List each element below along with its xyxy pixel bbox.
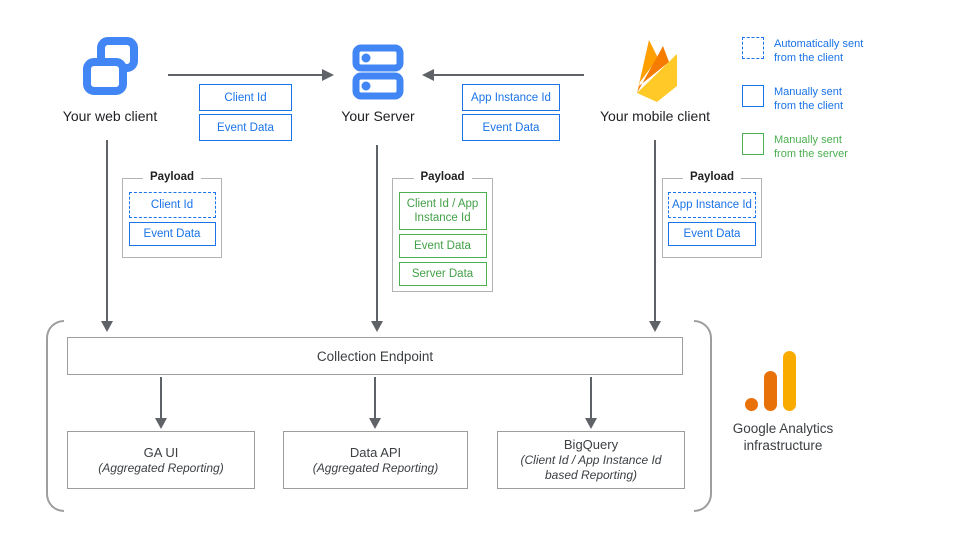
web-client-icon	[83, 37, 138, 95]
web-flow-tags: Client Id Event Data	[199, 84, 292, 144]
mobile-flow-tags: App Instance Id Event Data	[462, 84, 560, 144]
ga-ui-title: GA UI	[143, 444, 179, 460]
firebase-flame-icon	[637, 40, 677, 102]
collection-endpoint-box: Collection Endpoint	[67, 337, 683, 375]
arrow-mobile-down-line	[654, 140, 656, 322]
payload-item-client-app-id: Client Id / App Instance Id	[398, 192, 487, 230]
tag-event-data: Event Data	[462, 114, 560, 141]
arrow-endpoint-gaui-head	[155, 418, 167, 429]
arrow-mobile-to-server-line	[434, 74, 584, 76]
bigquery-subtitle: (Client Id / App Instance Id based Repor…	[520, 453, 662, 482]
payload-item-event-data: Event Data	[398, 234, 487, 258]
infrastructure-bracket-right	[694, 320, 712, 512]
payload-item-server-data: Server Data	[398, 262, 487, 286]
data-api-title: Data API	[349, 444, 402, 460]
bigquery-box: BigQuery (Client Id / App Instance Id ba…	[497, 431, 685, 489]
arrow-endpoint-dataapi-line	[374, 377, 376, 419]
legend-swatch-solid-blue	[742, 85, 764, 107]
ga-ui-box: GA UI (Aggregated Reporting)	[67, 431, 255, 489]
server-icon	[352, 44, 404, 100]
arrow-web-down-head	[101, 321, 113, 332]
arrow-web-to-server-head	[322, 69, 334, 81]
web-payload-box: Payload Client Id Event Data	[122, 171, 222, 258]
arrow-endpoint-dataapi-head	[369, 418, 381, 429]
mobile-payload-box: Payload App Instance Id Event Data	[662, 171, 762, 258]
payload-item-app-instance-id: App Instance Id	[668, 192, 756, 218]
data-api-box: Data API (Aggregated Reporting)	[283, 431, 468, 489]
google-analytics-logo-icon	[745, 351, 796, 411]
payload-title: Payload	[413, 171, 472, 183]
data-api-subtitle: (Aggregated Reporting)	[312, 460, 439, 475]
arrow-web-down-line	[106, 140, 108, 322]
arrow-server-down-line	[376, 145, 378, 322]
server-payload-box: Payload Client Id / App Instance Id Even…	[392, 171, 493, 292]
ga-infrastructure-label: Google Analytics infrastructure	[732, 421, 834, 453]
arrow-web-to-server-line	[168, 74, 322, 76]
arrow-endpoint-bigquery-head	[585, 418, 597, 429]
payload-item-event-data: Event Data	[668, 222, 756, 246]
arrow-endpoint-gaui-line	[160, 377, 162, 419]
tag-client-id: Client Id	[199, 84, 292, 111]
mobile-client-label: Your mobile client	[600, 108, 710, 124]
arrow-mobile-down-head	[649, 321, 661, 332]
tag-app-instance-id: App Instance Id	[462, 84, 560, 111]
arrow-mobile-to-server-head	[422, 69, 434, 81]
payload-title: Payload	[682, 171, 742, 183]
payload-item-event-data: Event Data	[128, 222, 216, 246]
legend-swatch-solid-green	[742, 133, 764, 155]
infrastructure-bracket-left	[46, 320, 64, 512]
tag-event-data: Event Data	[199, 114, 292, 141]
bigquery-title: BigQuery	[563, 437, 619, 452]
web-client-label: Your web client	[62, 108, 158, 124]
server-label: Your Server	[341, 108, 415, 124]
legend-swatch-dashed-blue	[742, 37, 764, 59]
arrow-endpoint-bigquery-line	[590, 377, 592, 419]
arrow-server-down-head	[371, 321, 383, 332]
payload-title: Payload	[142, 171, 202, 183]
payload-item-client-id: Client Id	[128, 192, 216, 218]
ga-ui-subtitle: (Aggregated Reporting)	[98, 460, 224, 475]
